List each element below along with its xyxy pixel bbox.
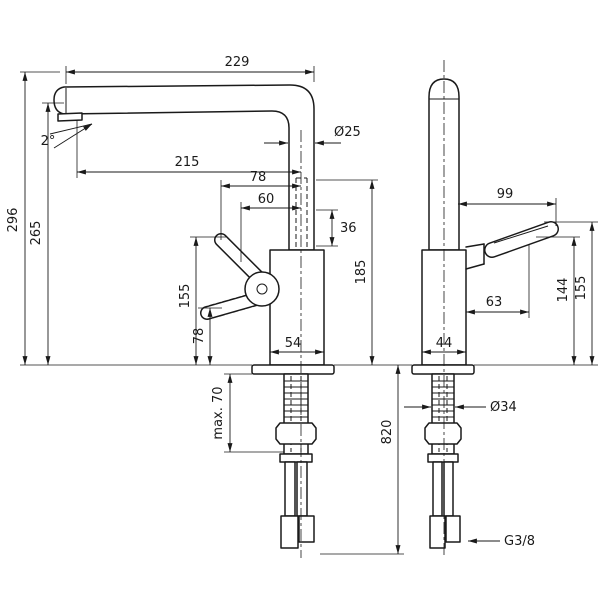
dim-99: 99: [458, 187, 557, 226]
dim-label-155-right: 155: [574, 276, 589, 301]
hose-connector-side: [429, 515, 446, 549]
dim-155-right: 155: [544, 221, 598, 365]
dim-144: 144: [536, 236, 580, 365]
handle-pivot: [244, 271, 280, 307]
dim-label-2deg: 2°: [41, 134, 56, 149]
dim-label-296: 296: [6, 208, 21, 233]
dim-185: 185: [316, 179, 378, 365]
spout-outline: [53, 84, 315, 251]
dim-label-78-top: 78: [250, 170, 267, 185]
aerator: [57, 112, 83, 122]
mounting-nut: [275, 422, 317, 445]
dim-78-side: 78: [192, 307, 222, 365]
hose-connector: [280, 515, 299, 549]
dim-label-dia25: Ø25: [334, 125, 361, 140]
shank-flange-side: [427, 453, 459, 463]
dim-label-265: 265: [29, 221, 44, 246]
cartridge-hidden-lines: [295, 177, 308, 250]
dim-label-54: 54: [285, 336, 302, 351]
shank-flange: [279, 453, 313, 463]
hose-connector: [298, 515, 315, 543]
dim-label-155-left: 155: [178, 284, 193, 309]
dim-60: 60: [240, 192, 301, 262]
dim-78-top: 78: [220, 170, 301, 240]
handle-raised: [214, 233, 265, 284]
shank-threads: [284, 380, 308, 418]
dim-label-63: 63: [486, 295, 503, 310]
dim-label-max70: max. 70: [211, 386, 226, 439]
dim-label-185: 185: [354, 260, 369, 285]
dim-max70: max. 70: [211, 373, 284, 453]
dim-63: 63: [466, 244, 530, 318]
dim-label-99: 99: [497, 187, 514, 202]
shank-threads-side: [432, 380, 454, 418]
dim-dia34: Ø34: [404, 400, 517, 415]
dim-36: 36: [316, 209, 357, 247]
dim-label-44: 44: [436, 336, 453, 351]
mounting-nut-side: [424, 422, 462, 445]
dim-215: 215: [76, 120, 301, 178]
dim-g38: G3/8: [468, 534, 535, 549]
right-view-faucet: [411, 60, 559, 558]
supply-hose: [284, 461, 296, 517]
dim-296: 296: [6, 71, 60, 365]
dim-label-229: 229: [225, 55, 250, 70]
dimensions-right-view: 99 144 155 63 44 Ø34: [404, 187, 598, 549]
supply-hose: [296, 461, 308, 517]
base-plate: [251, 364, 335, 375]
supply-hose-side: [432, 461, 443, 517]
riser-pipe-side: [428, 78, 460, 251]
dim-label-60: 60: [258, 192, 275, 207]
dim-label-g38: G3/8: [504, 534, 535, 549]
handle-lowered-dashed: [200, 292, 263, 320]
dim-265: 265: [29, 102, 64, 365]
base-plate-side: [411, 364, 475, 375]
dim-dia25: Ø25: [264, 125, 361, 146]
shank-hidden-lines-side: [438, 376, 448, 452]
dim-label-215: 215: [175, 155, 200, 170]
dim-label-78-side: 78: [192, 328, 207, 345]
dim-44: 44: [422, 336, 466, 355]
dim-label-144: 144: [556, 278, 571, 303]
handle-side: [465, 221, 559, 270]
dim-54: 54: [270, 336, 324, 355]
dim-label-dia34: Ø34: [490, 400, 517, 415]
hose-connector-side: [445, 515, 461, 543]
dim-155-left: 155: [178, 236, 226, 365]
handle-pivot-center: [256, 283, 268, 295]
supply-hose-side: [443, 461, 454, 517]
dimensions-left-view: 229 296 265 215 78 60: [6, 55, 598, 555]
dim-label-820: 820: [380, 420, 395, 445]
left-view-faucet: [53, 84, 335, 558]
dim-229: 229: [65, 55, 315, 84]
dim-820: 820: [320, 365, 404, 555]
dim-angle-2deg: 2°: [41, 123, 93, 149]
dim-label-36: 36: [340, 221, 357, 236]
